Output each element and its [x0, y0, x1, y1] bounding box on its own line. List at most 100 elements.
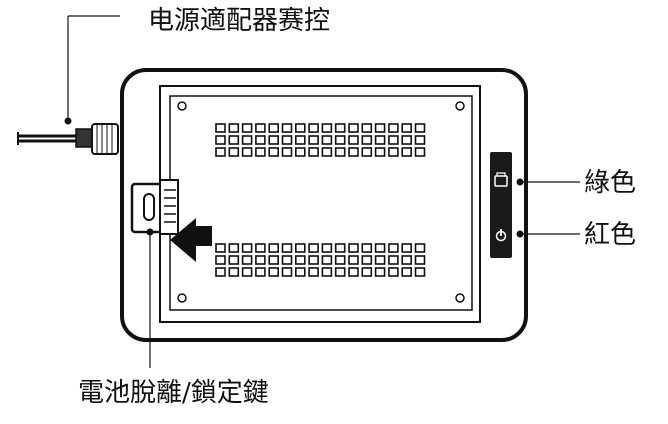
- braille-cell: [255, 123, 266, 133]
- braille-cell: [321, 135, 333, 145]
- braille-cell: [401, 123, 413, 133]
- slide-direction-arrow-icon: [170, 218, 212, 262]
- braille-cells-top: [215, 123, 426, 157]
- braille-cell: [294, 123, 306, 133]
- braille-cell: [281, 135, 293, 145]
- braille-cell: [228, 147, 240, 157]
- device-body: [120, 68, 528, 342]
- braille-cell: [348, 243, 359, 253]
- braille-cell: [241, 243, 253, 253]
- braille-cell: [228, 135, 240, 145]
- braille-cell: [308, 147, 319, 157]
- braille-cell: [361, 255, 373, 265]
- braille-cell: [374, 255, 386, 265]
- screw-bottom-left: [177, 293, 187, 303]
- braille-cell: [215, 147, 226, 157]
- braille-cell: [215, 267, 226, 277]
- braille-cell: [374, 147, 386, 157]
- braille-cell: [348, 267, 359, 277]
- red-led-label: 紅色: [584, 220, 637, 250]
- braille-cell: [268, 147, 280, 157]
- braille-cell: [414, 255, 426, 265]
- braille-cell: [401, 147, 413, 157]
- braille-cell: [268, 267, 280, 277]
- braille-cell: [321, 123, 333, 133]
- braille-cell: [321, 147, 333, 157]
- braille-cell: [401, 255, 413, 265]
- braille-cell: [228, 255, 240, 265]
- braille-cell: [281, 255, 293, 265]
- braille-cell: [374, 123, 386, 133]
- braille-cell: [348, 123, 359, 133]
- braille-cell: [268, 255, 280, 265]
- braille-cell: [215, 243, 226, 253]
- braille-cell: [321, 243, 333, 253]
- braille-cell: [228, 123, 240, 133]
- braille-cell: [348, 135, 359, 145]
- led-panel: [490, 152, 512, 258]
- braille-cell: [388, 267, 399, 277]
- braille-cell: [294, 135, 306, 145]
- braille-cell: [308, 255, 319, 265]
- braille-cell: [348, 255, 359, 265]
- braille-cell: [281, 147, 293, 157]
- braille-cell: [388, 255, 399, 265]
- braille-cell: [414, 267, 426, 277]
- braille-cell: [268, 123, 280, 133]
- braille-cell: [255, 147, 266, 157]
- screw-top-right: [455, 101, 465, 111]
- braille-cell: [294, 255, 306, 265]
- braille-cell: [401, 267, 413, 277]
- braille-cell: [255, 255, 266, 265]
- braille-cell: [361, 135, 373, 145]
- braille-cell: [334, 243, 346, 253]
- braille-cell: [294, 147, 306, 157]
- braille-cell: [308, 135, 319, 145]
- power-cable: [17, 123, 119, 155]
- braille-cell: [334, 147, 346, 157]
- braille-cell: [321, 255, 333, 265]
- power-adapter-socket-label: 电源適配器赛控: [148, 6, 331, 36]
- braille-cell: [334, 123, 346, 133]
- braille-cell: [241, 135, 253, 145]
- braille-cell: [241, 255, 253, 265]
- braille-cell: [281, 123, 293, 133]
- braille-cell: [255, 267, 266, 277]
- braille-cell: [255, 243, 266, 253]
- braille-cell: [374, 135, 386, 145]
- braille-cell: [281, 267, 293, 277]
- battery-release-key-label: 電池脫離/鎖定鍵: [78, 378, 269, 408]
- braille-cell: [414, 135, 426, 145]
- braille-cells-bottom: [215, 243, 426, 277]
- braille-cell: [401, 243, 413, 253]
- green-led-label: 綠色: [584, 168, 637, 198]
- braille-cell: [255, 135, 266, 145]
- braille-cell: [294, 267, 306, 277]
- battery-icon: [494, 175, 508, 187]
- braille-cell: [348, 147, 359, 157]
- braille-cell: [388, 243, 399, 253]
- braille-cell: [228, 267, 240, 277]
- braille-cell: [241, 267, 253, 277]
- braille-cell: [215, 123, 226, 133]
- braille-cell: [308, 243, 319, 253]
- braille-cell: [388, 147, 399, 157]
- braille-cell: [294, 243, 306, 253]
- battery-release-lock-key[interactable]: [130, 179, 179, 235]
- braille-cell: [401, 135, 413, 145]
- braille-cell: [414, 123, 426, 133]
- braille-cell: [334, 135, 346, 145]
- braille-cell: [361, 267, 373, 277]
- braille-cell: [308, 123, 319, 133]
- braille-cell: [388, 135, 399, 145]
- braille-cell: [215, 255, 226, 265]
- braille-cell: [361, 147, 373, 157]
- braille-cell: [241, 123, 253, 133]
- braille-cell: [228, 243, 240, 253]
- screw-top-left: [177, 101, 187, 111]
- braille-cell: [334, 267, 346, 277]
- braille-cell: [414, 243, 426, 253]
- braille-cell: [374, 243, 386, 253]
- screw-bottom-right: [455, 293, 465, 303]
